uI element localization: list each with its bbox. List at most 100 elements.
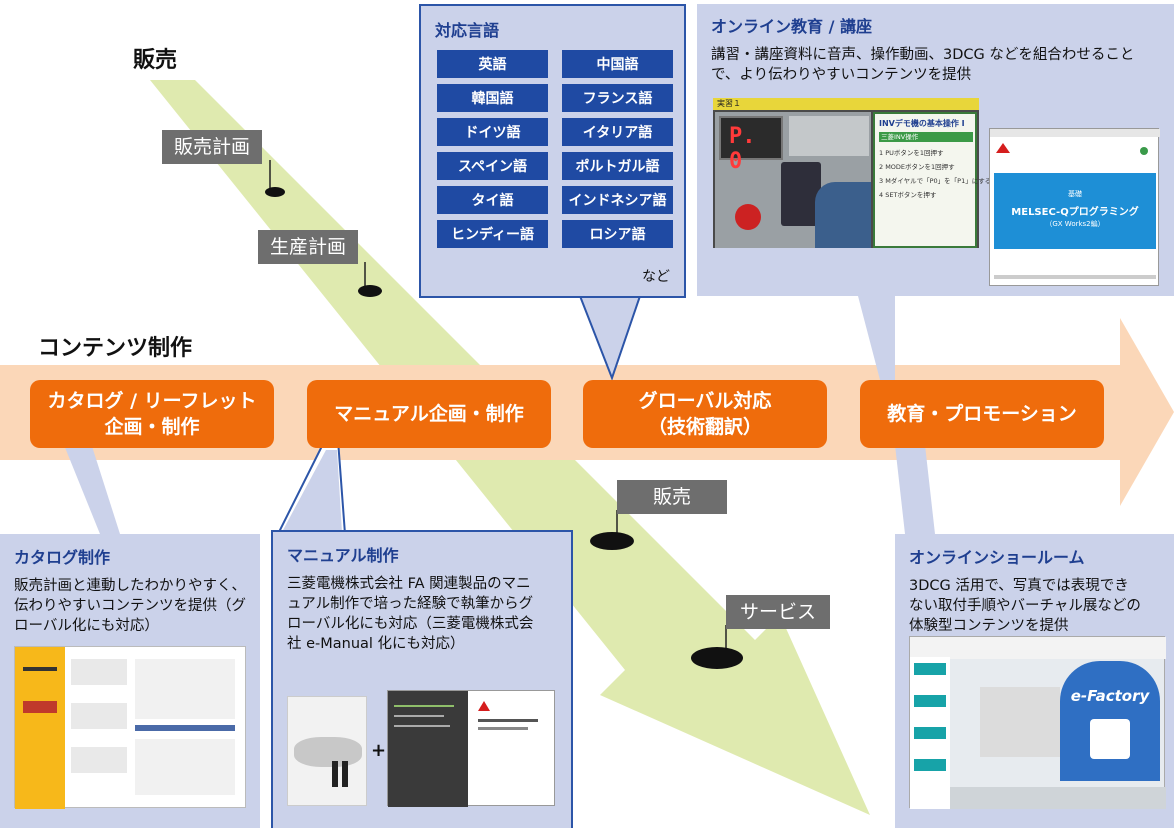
stage-catalog-line2: 企画・制作 [104, 416, 200, 438]
emanual-sample [387, 690, 555, 807]
base-service [691, 647, 743, 669]
languages-title: 対応言語 [435, 21, 500, 40]
stage-education-line1: 教育・プロモーション [887, 403, 1077, 425]
stage-global: グローバル対応 （技術翻訳） [583, 380, 827, 448]
browser-bar [990, 129, 1160, 137]
instruction-step-4: 4 SETボタンを押す [879, 191, 937, 199]
display-value: P. 0 [729, 124, 756, 174]
flag-sales-plan: 販売計画 [162, 130, 263, 164]
online-education-panel: オンライン教育 / 講座 講習・講座資料に音声、操作動画、3DCG などを組合わ… [697, 4, 1174, 296]
emergency-button [735, 204, 761, 230]
base-sales-plan [265, 187, 285, 197]
education-connector [858, 296, 895, 380]
base-production-plan [358, 285, 382, 297]
catalog-photo-1 [71, 659, 127, 685]
catalog-photo-3 [71, 747, 127, 773]
catalog-connector [62, 440, 120, 534]
online-education-text: 講習・講座資料に音声、操作動画、3DCG などを組合わせることで、より伝わりやす… [711, 47, 1135, 83]
course-banner-subtitle: （GX Works2編） [1045, 220, 1105, 228]
lang-thai: タイ語 [437, 186, 548, 214]
catalog-diagram-1 [135, 659, 235, 719]
lang-indonesian: インドネシア語 [562, 186, 673, 214]
lang-chinese: 中国語 [562, 50, 673, 78]
instruction-title: INVデモ機の基本操作 I [879, 119, 965, 128]
showroom-ceiling [910, 637, 1166, 659]
emanual-tree-line-1 [394, 705, 454, 707]
flag-production-plan: 生産計画 [258, 230, 359, 264]
catalog-cover-strip [15, 647, 65, 809]
lang-spanish: スペイン語 [437, 152, 548, 180]
lang-hindi: ヒンディー語 [437, 220, 548, 248]
showroom-menu-item-2 [914, 695, 946, 707]
catalog-cover-block [23, 701, 57, 713]
stage-global-line2: （技術翻訳） [647, 416, 762, 438]
instruction-card: INVデモ機の基本操作 I 三菱INV操作 1 PUボタンを1回押す 2 MOD… [873, 112, 991, 248]
emanual-doc-line-1 [478, 719, 538, 722]
stage-education: 教育・プロモーション [860, 380, 1104, 448]
meter-panel [789, 116, 869, 156]
manual-connector-fill [282, 450, 342, 532]
manual-cover-sample [287, 696, 367, 806]
brand-logo-icon [996, 143, 1010, 153]
course-banner: 基礎 MELSEC-Qプログラミング （GX Works2編） [994, 173, 1156, 249]
training-tab-label: 実習１ [717, 99, 741, 108]
catalog-section-bar [135, 725, 235, 731]
catalog-photo-2 [71, 703, 127, 729]
emanual-tree-line-2 [394, 715, 444, 717]
languages-panel: 対応言語 英語 中国語 韓国語 フランス語 ドイツ語 イタリア語 スペイン語 ポ… [419, 4, 686, 298]
catalog-cover-line-1 [23, 667, 57, 671]
flag-sales: 販売 [617, 480, 728, 514]
catalog-sample [14, 646, 246, 809]
emanual-logo-icon [478, 701, 490, 711]
training-screen-1: 実習１ P. 0 INVデモ機の基本操作 I 三菱INV操作 1 PUボタンを1… [713, 98, 991, 248]
showroom-wall [980, 687, 1060, 757]
showroom-floor [950, 787, 1166, 809]
stage-catalog: カタログ / リーフレット 企画・制作 [30, 380, 274, 448]
showroom-menu-item-3 [914, 727, 946, 739]
lang-portuguese: ポルトガル語 [562, 152, 673, 180]
lang-korean: 韓国語 [437, 84, 548, 112]
manual-text: 三菱電機株式会社 FA 関連製品のマニュアル制作で培った経験で執筆からグローバル… [287, 576, 534, 652]
figure-2 [342, 761, 348, 787]
lang-russian: ロシア語 [562, 220, 673, 248]
manual-panel: マニュアル制作 三菱電機株式会社 FA 関連製品のマニュアル制作で培った経験で執… [271, 530, 573, 828]
languages-etc: など [642, 269, 670, 285]
training-tab-bar: 実習１ [713, 98, 979, 110]
catalog-text: 販売計画と連動したわかりやすく、伝わりやすいコンテンツを提供（グローバル化にも対… [14, 578, 246, 634]
inverter-photo: P. 0 [715, 112, 871, 248]
sales-heading: 販売 [133, 48, 178, 73]
training-screen-2: 基礎 MELSEC-Qプログラミング （GX Works2編） [989, 128, 1160, 286]
figure-1 [332, 761, 338, 787]
course-banner-title: MELSEC-Qプログラミング [1011, 207, 1139, 218]
status-dot-icon [1140, 147, 1148, 155]
emanual-tree-line-3 [394, 725, 450, 727]
showroom-text: 3DCG 活用で、写真では表現できない取付手順やバーチャル展などの体験型コンテン… [909, 578, 1141, 634]
showroom-menu-item-1 [914, 663, 946, 675]
instruction-step-2: 2 MODEボタンを1回押す [879, 163, 955, 171]
language-list: 英語 中国語 韓国語 フランス語 ドイツ語 イタリア語 スペイン語 ポルトガル語… [437, 50, 673, 248]
lang-german: ドイツ語 [437, 118, 548, 146]
inverter-unit [781, 162, 821, 226]
content-production-heading: コンテンツ制作 [38, 336, 193, 361]
catalog-diagram-2 [135, 739, 235, 795]
showroom-brand: e-Factory [1070, 687, 1150, 705]
showroom-title: オンラインショールーム [909, 548, 1085, 567]
base-sales [590, 532, 634, 550]
showroom-display [1090, 719, 1130, 759]
manual-title: マニュアル制作 [287, 546, 399, 565]
stage-manual-line1: マニュアル企画・制作 [334, 403, 524, 425]
instruction-step-1: 1 PUボタンを1回押す [879, 149, 944, 157]
lang-english: 英語 [437, 50, 548, 78]
course-banner-header: 基礎 [1068, 190, 1082, 198]
emanual-sidebar [388, 691, 468, 807]
catalog-panel: カタログ制作 販売計画と連動したわかりやすく、伝わりやすいコンテンツを提供（グロ… [0, 534, 260, 828]
showroom-menu [910, 657, 950, 809]
manual-plus: + [371, 740, 387, 761]
instruction-subtitle: 三菱INV操作 [879, 132, 973, 142]
stage-global-line1: グローバル対応 [638, 390, 772, 412]
video-progress-bar [994, 275, 1156, 279]
online-education-title: オンライン教育 / 講座 [711, 17, 872, 36]
catalog-title: カタログ制作 [14, 548, 111, 567]
lang-french: フランス語 [562, 84, 673, 112]
